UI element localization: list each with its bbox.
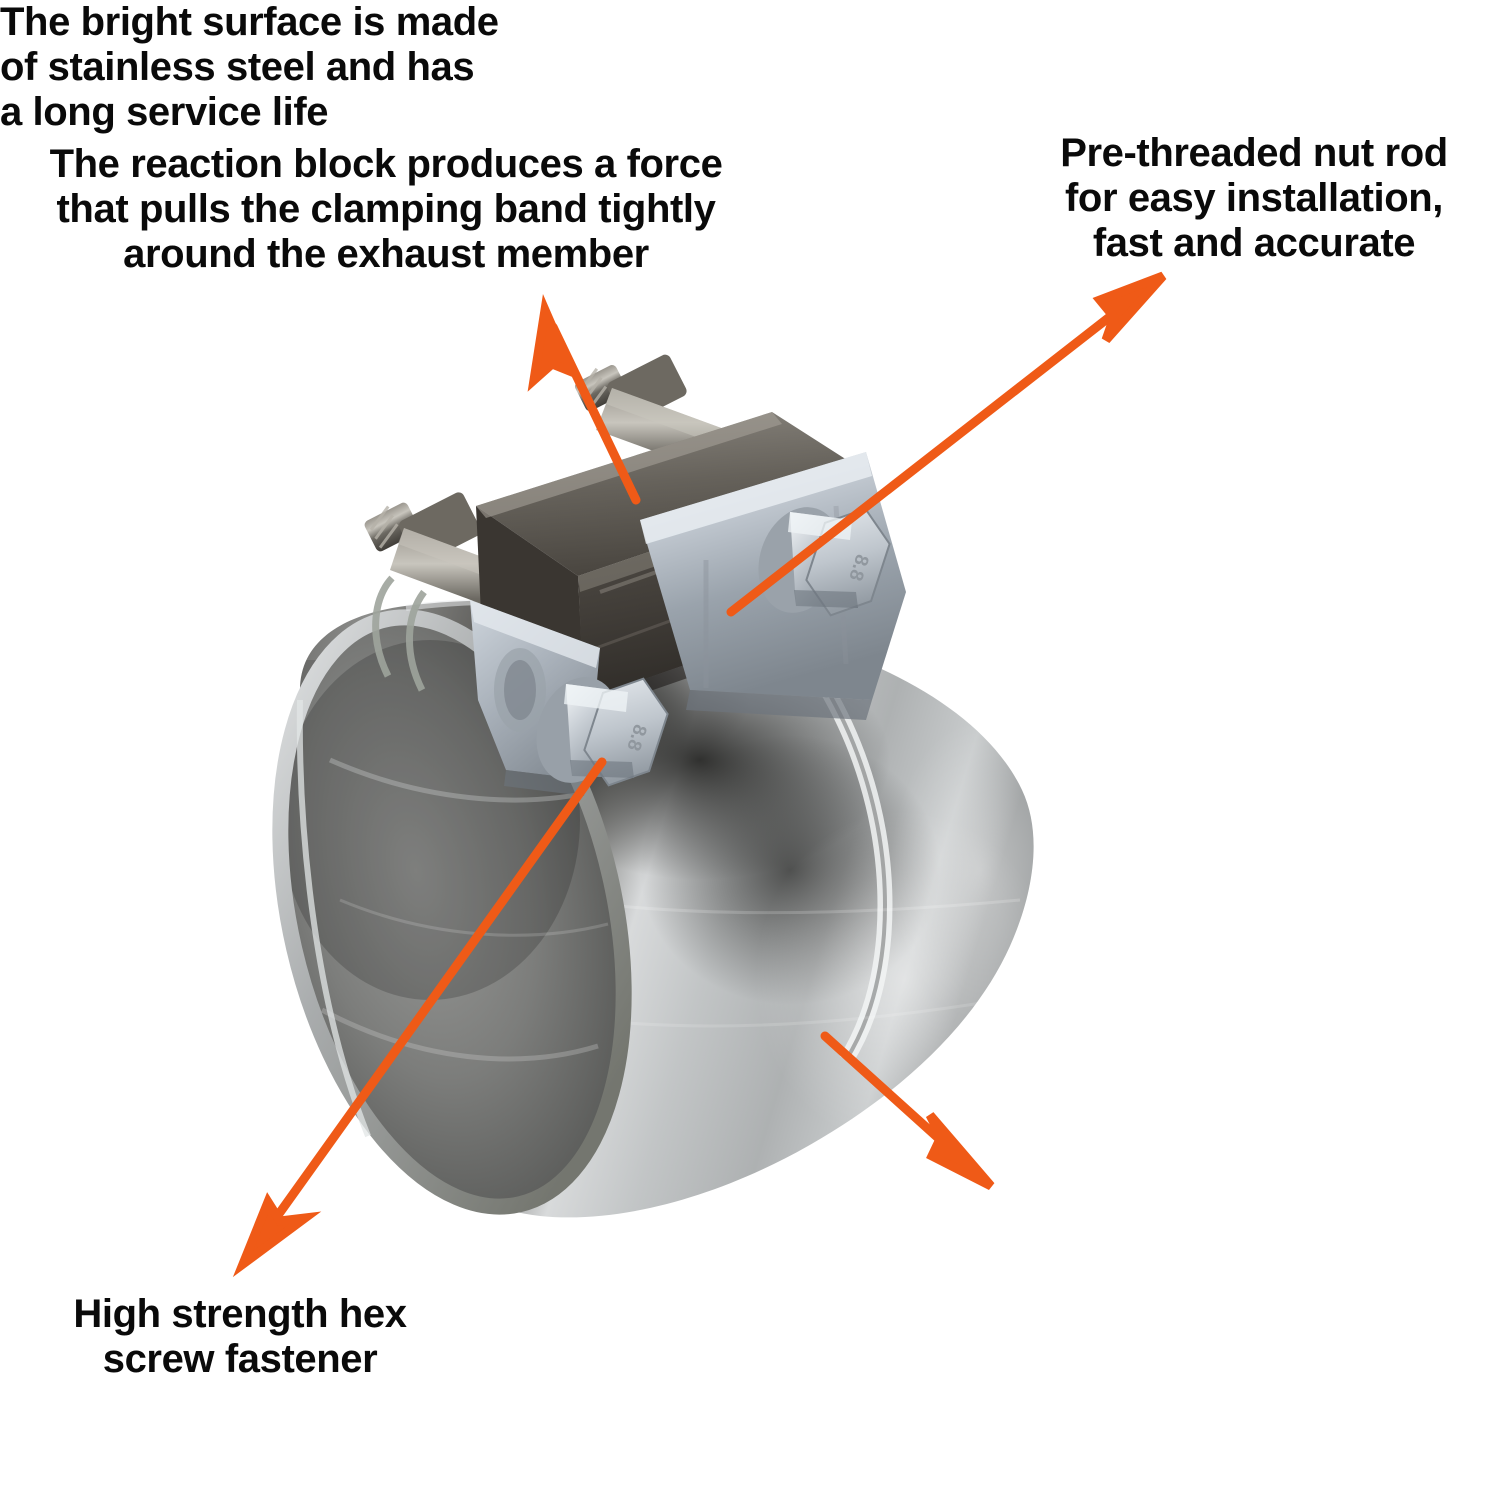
callout-nut-rod: Pre-threaded nut rod for easy installati… (1060, 131, 1448, 265)
retainer-clips (372, 575, 427, 692)
callout-bright-surface: The bright surface is made of stainless … (0, 0, 499, 134)
callout-reaction-block: The reaction block produces a force that… (49, 142, 723, 276)
bracket-plate-left (470, 600, 600, 796)
callout-hex-screw: High strength hex screw fastener (73, 1292, 407, 1381)
